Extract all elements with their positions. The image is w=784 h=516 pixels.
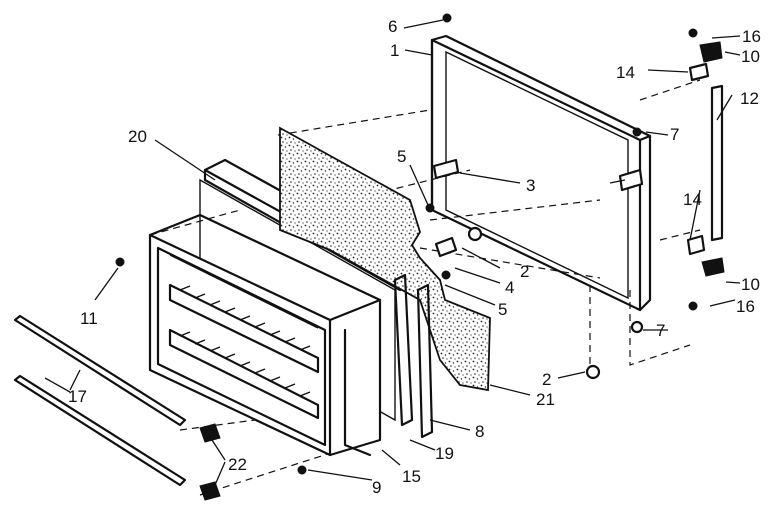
- foam-insulation: [279, 126, 491, 392]
- callout-label: 21: [536, 390, 555, 409]
- hinge-bracket: [432, 158, 644, 258]
- callout-label: 14: [683, 190, 702, 209]
- callout-label: 11: [80, 309, 98, 328]
- callout-label: 16: [742, 27, 761, 46]
- callout-label: 15: [402, 467, 421, 486]
- shelf-bar: [13, 314, 187, 487]
- hinge-rod: [710, 84, 724, 242]
- callout-label: 6: [388, 17, 397, 36]
- callout-labels: 1 2 2 3 4 5 5 6 7 7 8 9 10 10 11 12 14 1…: [68, 17, 761, 497]
- callout-label: 9: [372, 478, 381, 497]
- callout-label: 2: [542, 370, 551, 389]
- callout-label: 10: [741, 47, 760, 66]
- callout-label: 3: [526, 176, 535, 195]
- hinge-shim: [686, 62, 710, 256]
- hinge: [699, 41, 725, 277]
- callout-label: 2: [520, 262, 529, 281]
- screw-icon: [115, 13, 698, 475]
- callout-label: 16: [736, 297, 755, 316]
- callout-label: 7: [670, 125, 679, 144]
- callout-label: 5: [397, 147, 406, 166]
- callout-label: 5: [498, 300, 507, 319]
- door-liner: [148, 213, 382, 457]
- breaker-strip: [393, 273, 434, 439]
- callout-label: 14: [616, 63, 635, 82]
- callout-label: 22: [228, 455, 247, 474]
- callout-label: 4: [505, 278, 514, 297]
- callout-label: 20: [128, 127, 147, 146]
- callout-label: 7: [656, 321, 665, 340]
- callout-label: 10: [741, 275, 760, 294]
- callout-label: 8: [475, 422, 484, 441]
- callout-label: 1: [390, 41, 399, 60]
- callout-label: 17: [68, 387, 87, 406]
- callout-label: 12: [740, 89, 759, 108]
- callout-leaders: [44, 19, 741, 493]
- door-frame: [430, 34, 652, 312]
- shelf-end-cap: [199, 423, 221, 501]
- callout-label: 19: [435, 444, 454, 463]
